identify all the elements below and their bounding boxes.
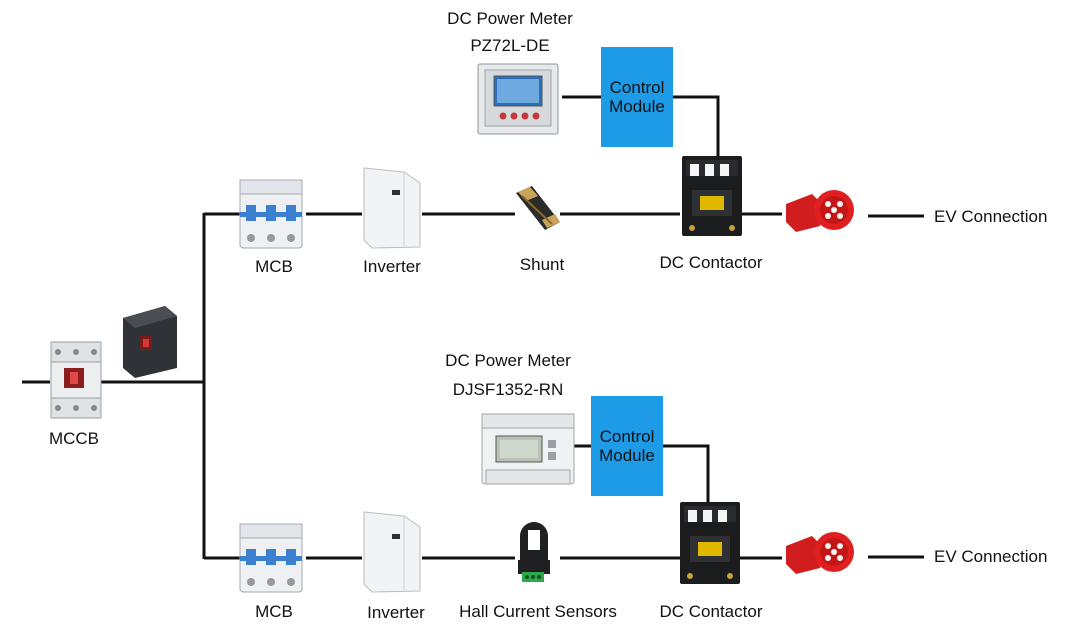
- bottom-ev-connection-label: EV Connection: [934, 547, 1047, 566]
- top-control-label-line2: Module: [609, 97, 665, 116]
- top-meter-model: PZ72L-DE: [470, 36, 549, 55]
- mccb-dark-device: [123, 306, 177, 378]
- top-power-meter-device: [477, 63, 559, 135]
- top-contactor-label: DC Contactor: [660, 253, 763, 272]
- bottom-sensor-label: Hall Current Sensors: [459, 602, 617, 621]
- bottom-ev-plug-icon: [786, 532, 854, 574]
- bottom-contactor-label: DC Contactor: [660, 602, 763, 621]
- bottom-inverter-device: [363, 511, 421, 593]
- top-inverter-device: [363, 167, 421, 249]
- top-dc-contactor-device: [682, 156, 742, 236]
- bottom-inverter-label: Inverter: [367, 603, 425, 622]
- wires: [22, 95, 924, 560]
- bottom-power-meter-device: [481, 413, 575, 485]
- bottom-control-module: [591, 396, 663, 496]
- top-ev-connection-label: EV Connection: [934, 207, 1047, 226]
- top-control-label-line1: Control: [610, 78, 665, 97]
- bottom-meter-title: DC Power Meter: [445, 351, 571, 370]
- bottom-control-label-line2: Module: [599, 446, 655, 465]
- shunt-icon: [516, 186, 560, 230]
- top-inverter-label: Inverter: [363, 257, 421, 276]
- top-control-to-contactor-wire: [672, 95, 720, 160]
- bottom-mcb-label: MCB: [255, 602, 293, 621]
- top-control-module: [601, 47, 673, 147]
- top-ev-plug-icon: [786, 190, 854, 232]
- top-sensor-label: Shunt: [520, 255, 565, 274]
- top-meter-title: DC Power Meter: [447, 9, 573, 28]
- hall-current-sensor-icon: [518, 522, 550, 582]
- bottom-meter-model: DJSF1352-RN: [453, 380, 564, 399]
- bottom-dc-contactor-device: [680, 502, 740, 584]
- bottom-control-label-line1: Control: [600, 427, 655, 446]
- bottom-control-to-contactor-wire: [662, 444, 710, 505]
- mccb-device: [50, 341, 102, 419]
- top-mcb-label: MCB: [255, 257, 293, 276]
- bottom-mcb-device: [239, 523, 303, 593]
- mccb-label: MCCB: [49, 429, 99, 448]
- top-mcb-device: [239, 179, 303, 249]
